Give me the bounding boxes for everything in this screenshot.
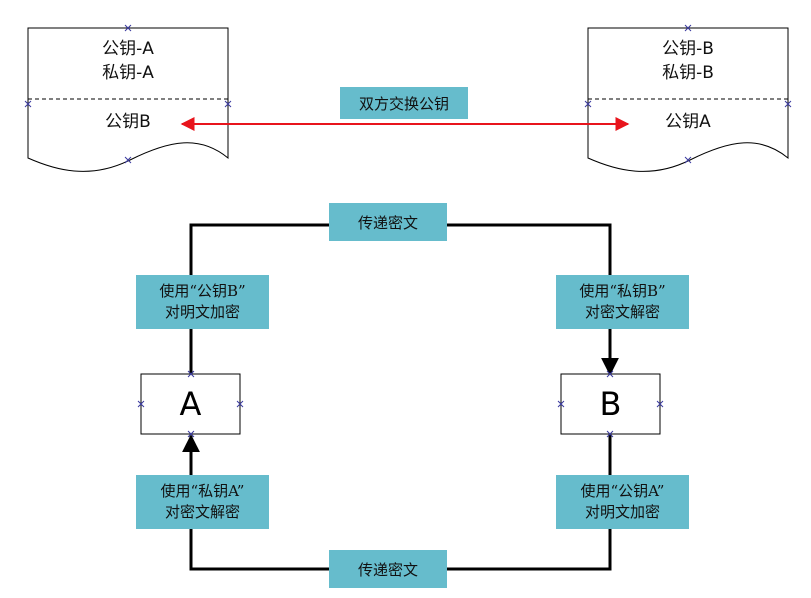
step-label-decrypt-with-private-a: 使用“私钥A” 对密文解密 [136,475,269,529]
doc-b-public-key: 公钥-B [662,39,714,59]
step-label-decrypt-with-private-b: 使用“私钥B” 对密文解密 [556,275,689,329]
step-label-line: 对明文加密 [164,303,240,321]
step-label-line: 对密文解密 [584,303,660,321]
step-label-encrypt-with-public-b: 使用“公钥B” 对明文加密 [136,275,269,329]
step-label-encrypt-with-public-a: 使用“公钥A” 对明文加密 [556,475,689,529]
step-label-line: 对明文加密 [584,503,660,521]
node-a-label: A [179,385,202,423]
node-b-label: B [599,385,622,423]
transfer-label-top: 传递密文 [329,203,447,241]
doc-a-public-key: 公钥-A [102,39,154,59]
document-b [587,27,789,172]
doc-b-received-key: 公钥A [665,112,711,132]
doc-a-received-key: 公钥B [105,112,151,132]
document-a [27,27,229,172]
step-label-line: 使用“私钥A” [160,482,245,500]
doc-a-keys: 公钥-A 私钥-A [28,37,228,85]
doc-b-keys: 公钥-B 私钥-B [588,37,788,85]
step-label-line: 使用“公钥B” [159,282,246,300]
step-label-line: 对密文解密 [164,503,240,521]
exchange-label: 双方交换公钥 [340,87,468,119]
step-label-line: 使用“公钥A” [580,482,665,500]
doc-a-private-key: 私钥-A [102,63,154,83]
step-label-line: 使用“私钥B” [579,282,666,300]
doc-b-private-key: 私钥-B [662,63,714,83]
transfer-label-bottom: 传递密文 [329,550,447,588]
selection-handles [24,24,792,438]
